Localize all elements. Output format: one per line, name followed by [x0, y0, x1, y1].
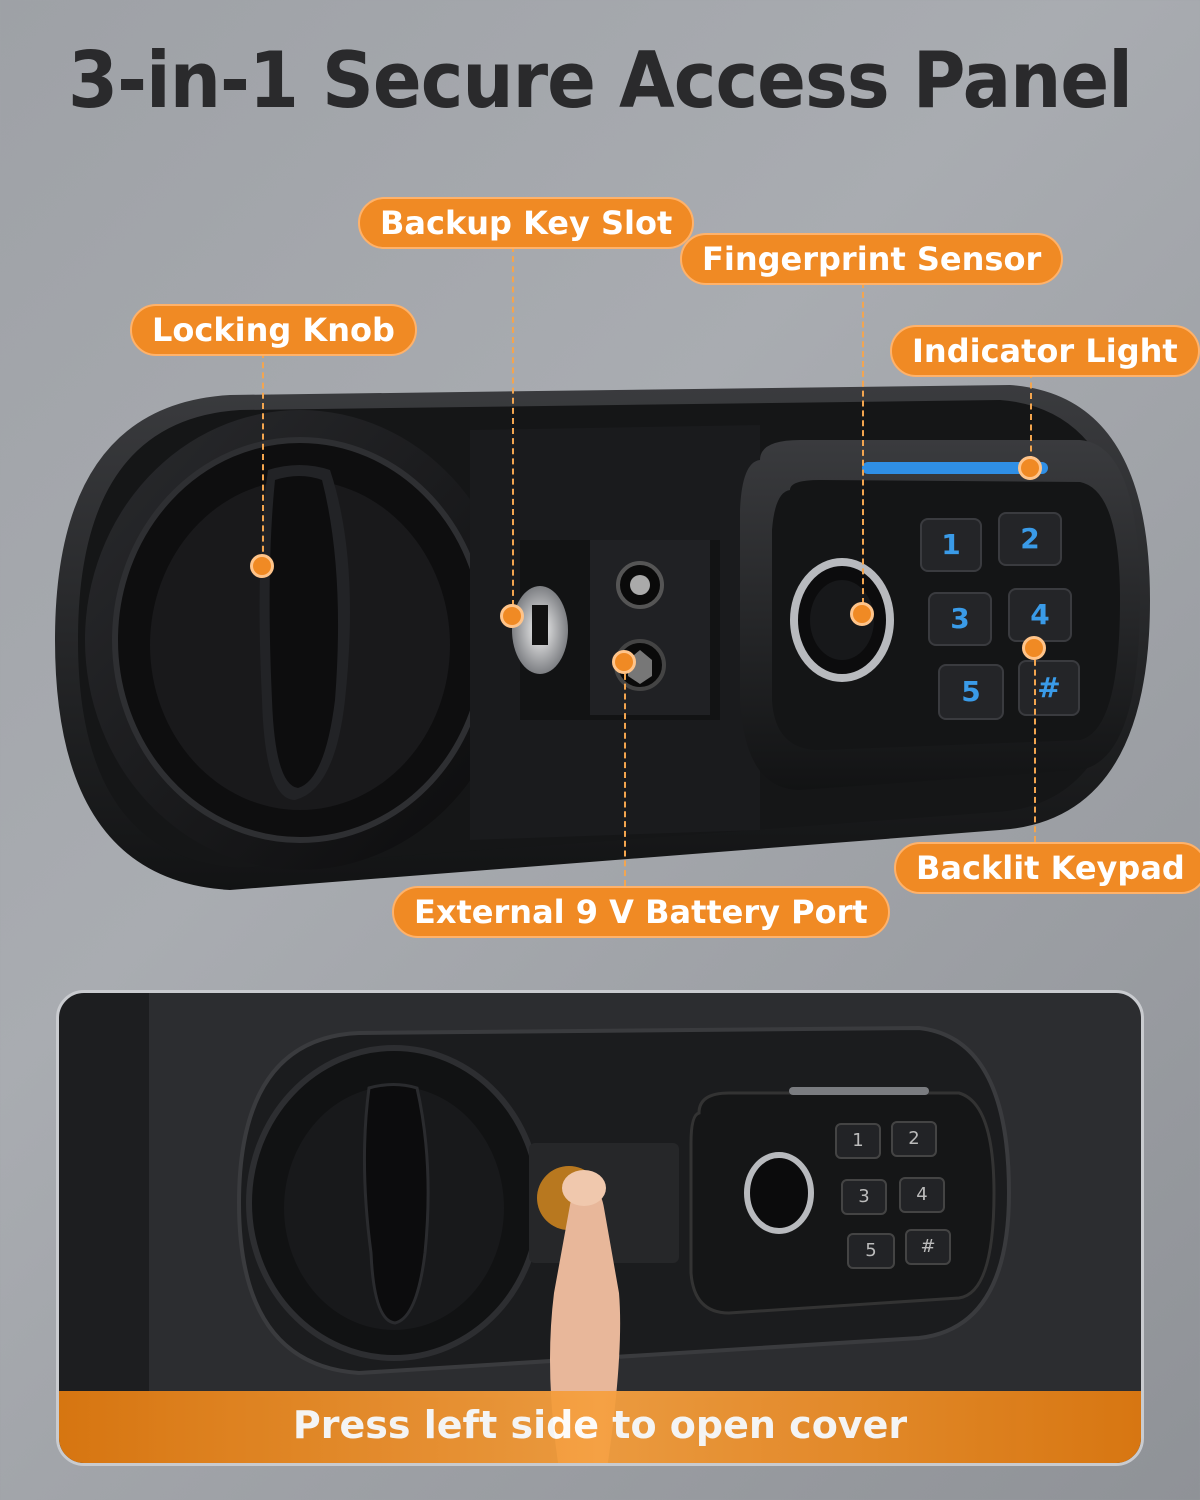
small-key-4[interactable]: 4	[899, 1177, 945, 1213]
leader-locking-knob	[262, 352, 264, 562]
dot-keypad	[1022, 636, 1046, 660]
dot-backup-key	[500, 604, 524, 628]
callout-indicator-light: Indicator Light	[890, 325, 1200, 377]
small-key-1[interactable]: 1	[835, 1123, 881, 1159]
leader-indicator	[1030, 372, 1032, 462]
callout-battery-port: External 9 V Battery Port	[392, 886, 890, 938]
keypad-key-1[interactable]: 1	[920, 518, 982, 572]
lock-panel-illustration	[55, 385, 1150, 890]
keypad-key-hash[interactable]: #	[1018, 660, 1080, 716]
dot-locking-knob	[250, 554, 274, 578]
callout-locking-knob: Locking Knob	[130, 304, 417, 356]
dot-fingerprint	[850, 602, 874, 626]
small-key-5[interactable]: 5	[847, 1233, 895, 1269]
small-key-2[interactable]: 2	[891, 1121, 937, 1157]
small-key-hash[interactable]: #	[905, 1229, 951, 1265]
page-title: 3-in-1 Secure Access Panel	[68, 34, 1133, 126]
keypad-key-5[interactable]: 5	[938, 664, 1004, 720]
leader-fingerprint	[862, 282, 864, 604]
leader-backup-key	[512, 246, 514, 606]
keypad-key-2[interactable]: 2	[998, 512, 1062, 566]
small-key-3[interactable]: 3	[841, 1179, 887, 1215]
keypad-key-4[interactable]: 4	[1008, 588, 1072, 642]
callout-backlit-keypad: Backlit Keypad	[894, 842, 1200, 894]
callout-backup-key-slot: Backup Key Slot	[358, 197, 695, 249]
instruction-banner: Press left side to open cover	[59, 1391, 1141, 1463]
keypad-key-3[interactable]: 3	[928, 592, 992, 646]
dot-indicator	[1018, 456, 1042, 480]
cover-demo-panel: 1 2 3 4 5 # Press left side to open cove…	[56, 990, 1144, 1466]
leader-battery	[624, 664, 626, 886]
dot-battery	[612, 650, 636, 674]
leader-keypad	[1034, 650, 1036, 842]
banner-text: Press left side to open cover	[292, 1403, 908, 1447]
callout-fingerprint-sensor: Fingerprint Sensor	[680, 233, 1064, 285]
